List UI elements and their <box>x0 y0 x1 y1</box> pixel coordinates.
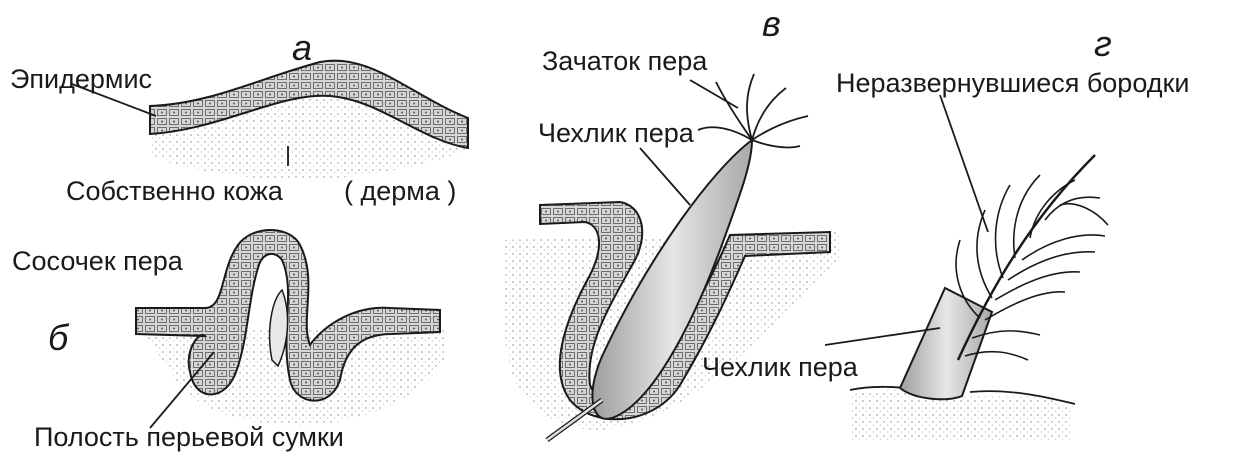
panel-letter-v: в <box>762 6 781 42</box>
feather-sheath-g <box>900 288 992 399</box>
label-cavity: Полость перьевой сумки <box>34 424 344 451</box>
sheath-v-pointer <box>640 148 690 205</box>
label-rudiment: Зачаток пера <box>542 48 707 75</box>
rudiment-pointer <box>690 80 738 108</box>
barbs-pointer <box>940 95 988 232</box>
rudiment-barbs <box>698 74 808 147</box>
panel-letter-g: г <box>1094 26 1112 62</box>
label-sheath-v: Чехлик пера <box>538 120 694 147</box>
label-papilla: Сосочек пера <box>12 248 183 275</box>
label-epidermis: Эпидермис <box>10 66 152 93</box>
label-dermis: Собственно кожа <box>66 178 283 205</box>
label-barbs: Неразвернувшиеся бородки <box>836 70 1189 97</box>
label-sheath-g: Чехлик пера <box>702 354 858 381</box>
panel-g-drawing <box>825 95 1108 440</box>
label-dermis-paren: ( дерма ) <box>344 178 456 205</box>
panel-letter-a: а <box>292 30 312 66</box>
panel-letter-b: б <box>48 320 68 356</box>
